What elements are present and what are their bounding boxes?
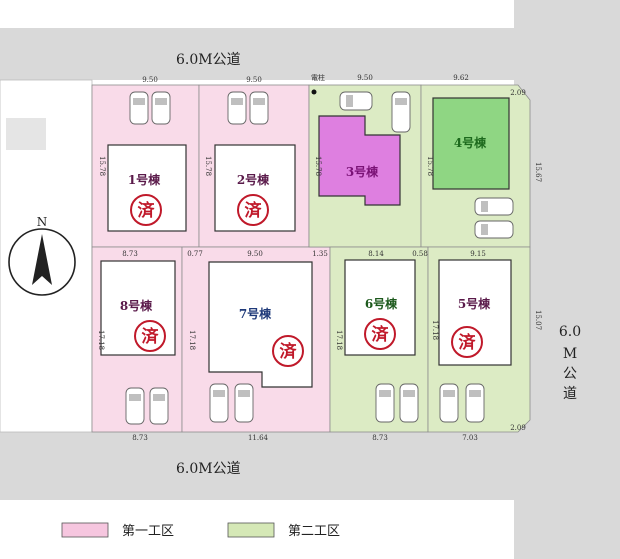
house-8-label: 8号棟 xyxy=(120,298,153,313)
dim-top-5: 2.09 xyxy=(510,89,526,97)
dim-bottom-4: 7.03 xyxy=(462,434,478,442)
legend-phase1-label: 第一工区 xyxy=(122,524,174,539)
house-6-label: 6号棟 xyxy=(365,296,398,311)
sold-stamp-2: 済 xyxy=(237,194,269,226)
dim-depth-7: 17.18 xyxy=(188,330,196,350)
parking-cars xyxy=(125,91,514,425)
dim-bottom-3: 8.73 xyxy=(372,434,388,442)
dim-depth-1: 15.78 xyxy=(98,156,106,176)
house-4-footprint xyxy=(432,97,510,190)
sold-stamp-7: 済 xyxy=(272,335,304,367)
svg-text:済: 済 xyxy=(372,324,390,345)
sold-stamp-5: 済 xyxy=(451,326,483,358)
dim-bottom-5: 2.09 xyxy=(510,424,526,432)
dimension-labels: 9.50 9.50 9.50 9.62 2.09 8.73 0.77 9.50 … xyxy=(97,74,542,442)
sold-stamp-6: 済 xyxy=(364,318,396,350)
dim-depth-2: 15.78 xyxy=(204,156,212,176)
house-2-label: 2号棟 xyxy=(237,172,270,187)
car-icon xyxy=(209,383,229,423)
car-icon xyxy=(474,197,514,216)
dim-depth-5: 15.67 xyxy=(534,162,542,182)
dim-mid-5: 8.14 xyxy=(368,250,384,258)
car-icon xyxy=(375,383,395,423)
house-3-label: 3号棟 xyxy=(346,164,379,179)
car-icon xyxy=(149,387,169,425)
dim-top-4: 9.62 xyxy=(453,74,469,82)
car-icon xyxy=(339,91,373,111)
car-icon xyxy=(399,383,419,423)
dim-depth-9: 17.18 xyxy=(431,320,439,340)
dim-bottom-1: 8.73 xyxy=(132,434,148,442)
dim-top-1: 9.50 xyxy=(142,76,158,84)
house-7-footprint xyxy=(208,261,313,388)
dim-depth-6: 17.18 xyxy=(97,330,105,350)
bottom-road-label: 6.0M公道 xyxy=(176,461,241,477)
legend: 第一工区 第二工区 xyxy=(61,522,340,539)
right-road-label-3b: 道 xyxy=(563,386,577,402)
sold-stamp-8: 済 xyxy=(134,320,166,352)
legend-phase2-label: 第二工区 xyxy=(288,524,340,539)
car-icon xyxy=(129,91,149,125)
dim-mid-4: 1.35 xyxy=(312,250,328,258)
legend-phase1-swatch xyxy=(61,522,109,538)
bottom-road xyxy=(0,432,620,500)
dim-depth-4: 15.78 xyxy=(426,156,434,176)
car-icon xyxy=(474,220,514,239)
dim-mid-3: 9.50 xyxy=(247,250,263,258)
right-road-label-2: M xyxy=(563,346,577,362)
north-compass: N xyxy=(8,215,76,296)
bottom-right-corner xyxy=(555,500,620,559)
car-icon xyxy=(151,91,171,125)
dim-mid-1: 8.73 xyxy=(122,250,138,258)
car-icon xyxy=(234,383,254,423)
legend-phase2-swatch xyxy=(227,522,275,538)
dim-mid-2: 0.77 xyxy=(187,250,203,258)
dim-depth-3: 15.78 xyxy=(314,156,322,176)
car-icon xyxy=(125,387,145,425)
car-icon xyxy=(249,91,269,125)
house-labels: 1号棟 2号棟 3号棟 4号棟 8号棟 7号棟 6号棟 5号棟 xyxy=(120,135,491,321)
house-7-label: 7号棟 xyxy=(239,306,272,321)
top-road-label: 6.0M公道 xyxy=(176,52,241,68)
dim-top-2: 9.50 xyxy=(246,76,262,84)
road-labels: 6.0M公道 6.0M公道 6.0 M 公 道 xyxy=(176,52,581,477)
svg-text:済: 済 xyxy=(280,341,298,362)
car-icon xyxy=(439,383,459,423)
sold-stamp-1: 済 xyxy=(130,194,162,226)
svg-text:済: 済 xyxy=(245,200,263,221)
compass-north-label: N xyxy=(37,215,48,229)
house-4-label: 4号棟 xyxy=(454,135,487,150)
utility-pole-icon xyxy=(311,89,317,95)
dim-depth-10: 15.07 xyxy=(534,310,542,330)
utility-pole-label: 電柱 xyxy=(311,73,325,82)
house-3-footprint xyxy=(318,115,401,206)
right-road-label-3a: 公 xyxy=(563,366,577,382)
sold-stamps: 済 済 済 済 済 済 xyxy=(130,194,483,367)
dim-top-3: 9.50 xyxy=(357,74,373,82)
dim-bottom-2: 11.64 xyxy=(248,434,269,442)
house-1-label: 1号棟 xyxy=(128,172,161,187)
dim-mid-7: 9.15 xyxy=(470,250,486,258)
svg-text:済: 済 xyxy=(142,326,160,347)
svg-text:済: 済 xyxy=(138,200,156,221)
north-arrow-icon xyxy=(32,234,52,285)
right-road-label-1: 6.0 xyxy=(559,324,581,340)
car-icon xyxy=(465,383,485,423)
car-icon xyxy=(391,91,411,133)
svg-text:済: 済 xyxy=(459,332,477,353)
utility-pole: 電柱 xyxy=(311,73,325,95)
car-icon xyxy=(227,91,247,125)
dim-depth-8: 17.18 xyxy=(335,330,343,350)
right-road-corner xyxy=(514,0,620,28)
dim-mid-6: 0.58 xyxy=(412,250,428,258)
house-5-label: 5号棟 xyxy=(458,296,491,311)
